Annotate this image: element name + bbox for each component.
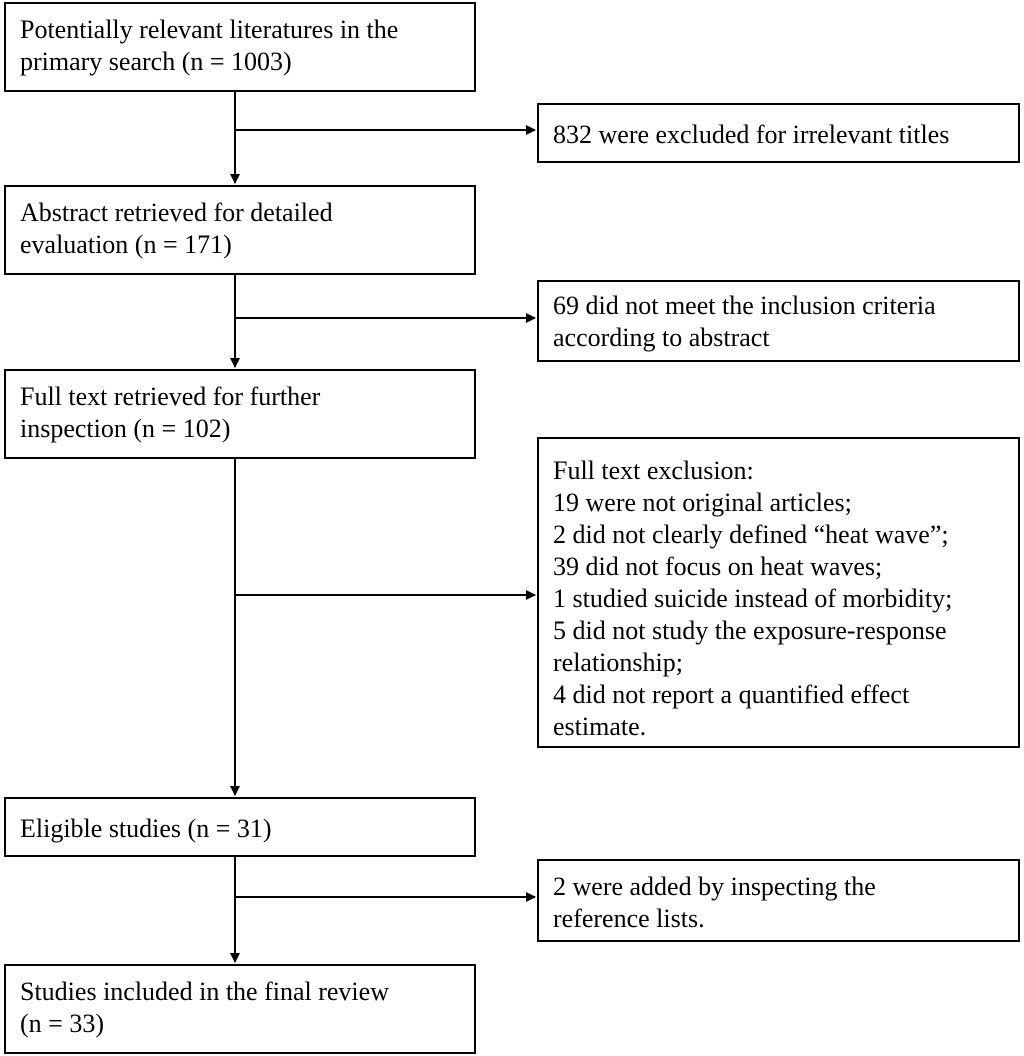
- full-text-exclusion-reason-2: 2 did not clearly defined “heat wave”;: [553, 520, 949, 549]
- full-text-line-2: inspection (n = 102): [20, 414, 231, 443]
- full-text-exclusion-box: Full text exclusion: 19 were not origina…: [537, 437, 1020, 748]
- included-box: Studies included in the final review (n …: [4, 964, 476, 1054]
- included-line-2: (n = 33): [20, 1009, 104, 1038]
- screening-box: Abstract retrieved for detailed evaluati…: [4, 185, 476, 275]
- full-text-exclusion-reason-5a: 5 did not study the exposure-response: [553, 616, 947, 645]
- full-text-exclusion-heading: Full text exclusion:: [553, 456, 754, 485]
- included-line-1: Studies included in the final review: [20, 977, 389, 1006]
- title-exclusion-box: 832 were excluded for irrelevant titles: [537, 103, 1020, 163]
- identification-line-2: primary search (n = 1003): [20, 47, 292, 76]
- title-exclusion-line-1: 832 were excluded for irrelevant titles: [553, 120, 950, 149]
- abstract-exclusion-box: 69 did not meet the inclusion criteria a…: [537, 280, 1020, 362]
- full-text-exclusion-reason-5b: relationship;: [553, 648, 683, 677]
- screening-line-2: evaluation (n = 171): [20, 230, 232, 259]
- abstract-exclusion-line-1: 69 did not meet the inclusion criteria: [553, 291, 936, 320]
- screening-line-1: Abstract retrieved for detailed: [20, 198, 333, 227]
- full-text-exclusion-reason-1: 19 were not original articles;: [553, 488, 852, 517]
- full-text-exclusion-reason-3: 39 did not focus on heat waves;: [553, 552, 883, 581]
- reference-addition-box: 2 were added by inspecting the reference…: [537, 859, 1020, 942]
- full-text-exclusion-reason-6a: 4 did not report a quantified effect: [553, 680, 910, 709]
- full-text-box: Full text retrieved for further inspecti…: [4, 369, 476, 459]
- full-text-exclusion-reason-4: 1 studied suicide instead of morbidity;: [553, 584, 953, 613]
- full-text-line-1: Full text retrieved for further: [20, 382, 321, 411]
- eligible-line-1: Eligible studies (n = 31): [20, 814, 272, 843]
- reference-addition-line-2: reference lists.: [553, 904, 705, 933]
- reference-addition-line-1: 2 were added by inspecting the: [553, 872, 876, 901]
- full-text-exclusion-reason-6b: estimate.: [553, 712, 647, 741]
- identification-box: Potentially relevant literatures in the …: [4, 2, 476, 92]
- identification-line-1: Potentially relevant literatures in the: [20, 15, 399, 44]
- abstract-exclusion-line-2: according to abstract: [553, 323, 770, 352]
- eligible-box: Eligible studies (n = 31): [4, 797, 476, 857]
